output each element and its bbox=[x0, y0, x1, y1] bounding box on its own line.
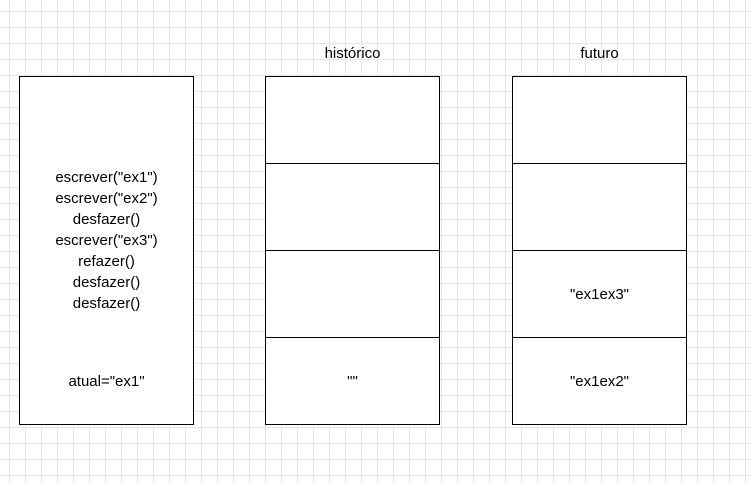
historico-cell bbox=[265, 250, 440, 338]
operation-line: escrever("ex3") bbox=[55, 232, 158, 249]
operation-line: desfazer() bbox=[72, 295, 141, 312]
historico-cell bbox=[265, 163, 440, 251]
futuro-title: futuro bbox=[580, 45, 619, 62]
futuro-stack: "ex1ex3" "ex1ex2" bbox=[512, 76, 687, 425]
futuro-cell: "ex1ex3" bbox=[512, 250, 687, 338]
operation-line: escrever("ex1") bbox=[55, 169, 158, 186]
historico-cell: "" bbox=[265, 337, 440, 425]
futuro-cell bbox=[512, 163, 687, 251]
current-state-label: atual="ex1" bbox=[68, 373, 145, 390]
futuro-cell: "ex1ex2" bbox=[512, 337, 687, 425]
operation-line: refazer() bbox=[78, 253, 135, 270]
historico-title: histórico bbox=[324, 45, 381, 62]
operation-line: desfazer() bbox=[72, 211, 141, 228]
historico-cell bbox=[265, 76, 440, 164]
historico-stack: "" bbox=[265, 76, 440, 425]
operations-list: escrever("ex1") escrever("ex2") desfazer… bbox=[20, 167, 193, 314]
operation-line: desfazer() bbox=[72, 274, 141, 291]
operations-box: escrever("ex1") escrever("ex2") desfazer… bbox=[19, 76, 194, 425]
futuro-cell bbox=[512, 76, 687, 164]
operation-line: escrever("ex2") bbox=[55, 190, 158, 207]
